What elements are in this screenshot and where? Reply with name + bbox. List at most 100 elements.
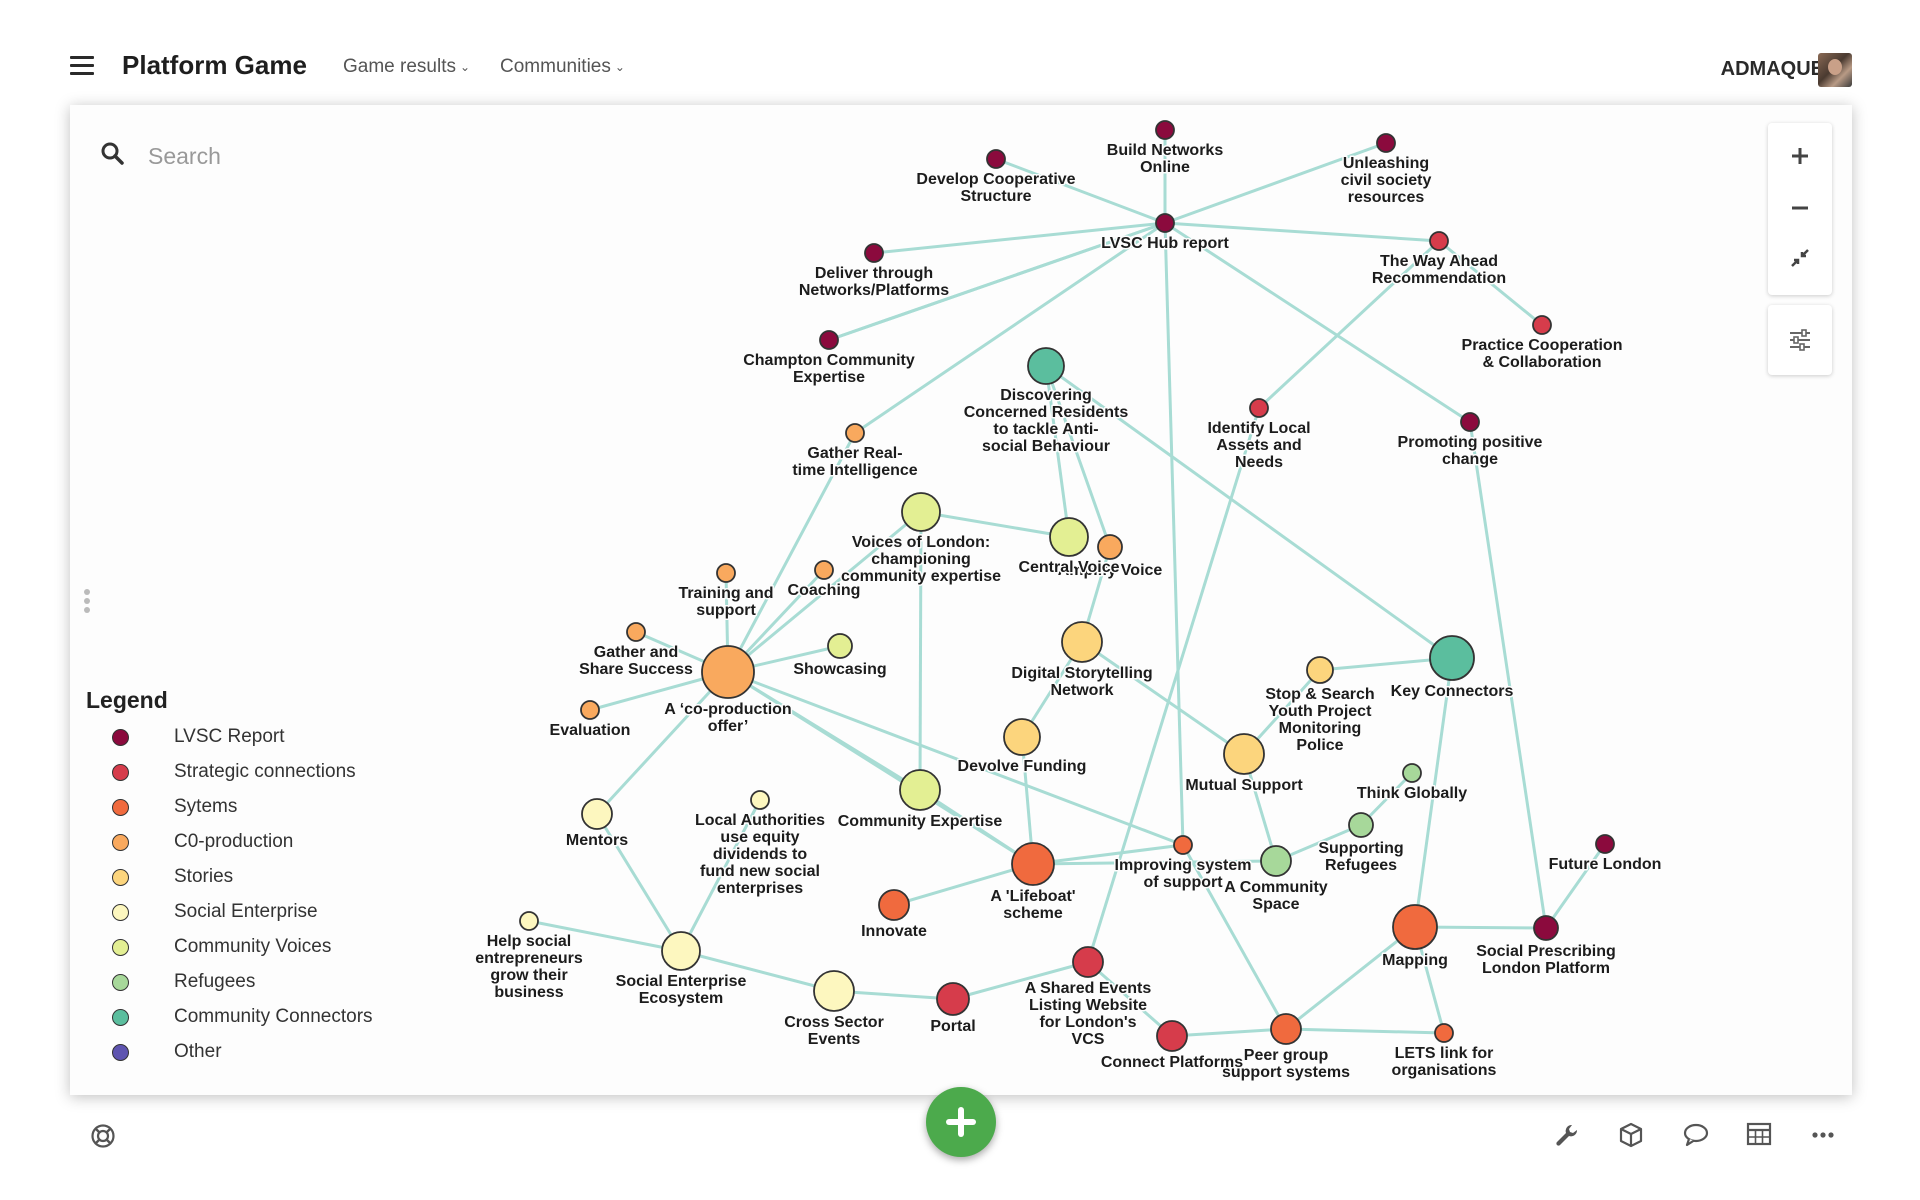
legend-item[interactable]: LVSC Report — [86, 724, 416, 759]
legend-item[interactable]: Other — [86, 1039, 416, 1074]
node-showcasing[interactable] — [827, 633, 853, 659]
node-label-lifeboat[interactable]: A 'Lifeboat'scheme — [989, 887, 1077, 924]
node-label-lvsc[interactable]: LVSC Hub report — [1100, 234, 1231, 254]
node-socpres[interactable] — [1533, 915, 1559, 941]
chat-bubble-icon[interactable] — [1682, 1122, 1710, 1153]
node-label-central[interactable]: Central Voice — [1017, 558, 1121, 578]
node-evaluation[interactable] — [580, 700, 600, 720]
node-training[interactable] — [716, 563, 736, 583]
search-input[interactable] — [146, 137, 450, 175]
hamburger-menu-icon[interactable] — [70, 56, 94, 76]
node-suprefugees[interactable] — [1348, 812, 1374, 838]
node-dev[interactable] — [986, 149, 1006, 169]
node-help[interactable] — [519, 911, 539, 931]
node-commspace[interactable] — [1260, 845, 1292, 877]
node-label-connect[interactable]: Connect Platforms — [1099, 1053, 1244, 1073]
avatar[interactable] — [1818, 53, 1852, 87]
node-central[interactable] — [1049, 517, 1089, 557]
node-deliver[interactable] — [864, 243, 884, 263]
node-localauth[interactable] — [750, 790, 770, 810]
node-improving[interactable] — [1173, 835, 1193, 855]
node-label-showcasing[interactable]: Showcasing — [792, 660, 888, 680]
node-coprod[interactable] — [701, 645, 755, 699]
node-amplify[interactable] — [1097, 534, 1123, 560]
node-coaching[interactable] — [814, 560, 834, 580]
life-ring-icon[interactable] — [90, 1123, 116, 1154]
node-label-innovate[interactable]: Innovate — [860, 922, 929, 942]
node-label-thinkglob[interactable]: Think Globally — [1355, 784, 1468, 804]
node-label-gather[interactable]: Gather Real-time Intelligence — [791, 444, 919, 481]
node-label-keyconn[interactable]: Key Connectors — [1389, 682, 1515, 702]
node-keyconn[interactable] — [1429, 635, 1475, 681]
node-label-mutual[interactable]: Mutual Support — [1184, 776, 1305, 796]
cube-icon[interactable] — [1618, 1122, 1644, 1153]
node-label-devolve[interactable]: Devolve Funding — [956, 757, 1088, 777]
node-gather[interactable] — [845, 423, 865, 443]
node-lvsc[interactable] — [1155, 213, 1175, 233]
node-label-mentors[interactable]: Mentors — [564, 831, 629, 851]
legend-item[interactable]: Refugees — [86, 969, 416, 1004]
node-label-amplify[interactable]: Amplify Voice — [1056, 561, 1164, 581]
node-promo[interactable] — [1460, 412, 1480, 432]
node-future[interactable] — [1595, 834, 1615, 854]
legend-item[interactable]: Stories — [86, 864, 416, 899]
legend-item[interactable]: Community Connectors — [86, 1004, 416, 1039]
node-practice[interactable] — [1532, 315, 1552, 335]
zoom-out-button[interactable] — [1768, 183, 1832, 233]
node-label-practice[interactable]: Practice Cooperation& Collaboration — [1460, 336, 1624, 373]
zoom-in-button[interactable] — [1768, 131, 1832, 181]
node-portal[interactable] — [936, 982, 970, 1016]
node-thinkglob[interactable] — [1402, 763, 1422, 783]
node-cross[interactable] — [813, 970, 855, 1012]
node-innovate[interactable] — [878, 889, 910, 921]
node-mentors[interactable] — [581, 798, 613, 830]
node-label-evaluation[interactable]: Evaluation — [548, 721, 632, 741]
filter-settings-button[interactable] — [1768, 305, 1832, 375]
fit-view-button[interactable] — [1768, 233, 1832, 283]
node-champ[interactable] — [819, 330, 839, 350]
communities-menu[interactable]: Communities⌄ — [500, 56, 625, 78]
node-voices[interactable] — [901, 492, 941, 532]
add-button[interactable] — [926, 1087, 996, 1157]
node-label-coaching[interactable]: Coaching — [786, 581, 862, 601]
legend-item[interactable]: Strategic connections — [86, 759, 416, 794]
search-box[interactable] — [100, 135, 460, 175]
legend-item[interactable]: Community Voices — [86, 934, 416, 969]
wrench-icon[interactable] — [1554, 1122, 1580, 1153]
table-icon[interactable] — [1746, 1122, 1772, 1151]
node-build[interactable] — [1155, 120, 1175, 140]
legend-item[interactable]: Sytems — [86, 794, 416, 829]
node-label-commexp[interactable]: Community Expertise — [836, 812, 1004, 832]
node-discovering[interactable] — [1027, 347, 1065, 385]
legend-item[interactable]: C0-production — [86, 829, 416, 864]
node-label-mapping[interactable]: Mapping — [1381, 951, 1450, 971]
node-label-future[interactable]: Future London — [1547, 855, 1663, 875]
more-icon[interactable] — [1810, 1122, 1836, 1153]
user-name[interactable]: ADMAQUE — [1720, 58, 1824, 80]
node-unleash[interactable] — [1376, 133, 1396, 153]
node-peer[interactable] — [1270, 1013, 1302, 1045]
node-shared[interactable] — [1072, 946, 1104, 978]
node-label-portal[interactable]: Portal — [929, 1017, 977, 1037]
